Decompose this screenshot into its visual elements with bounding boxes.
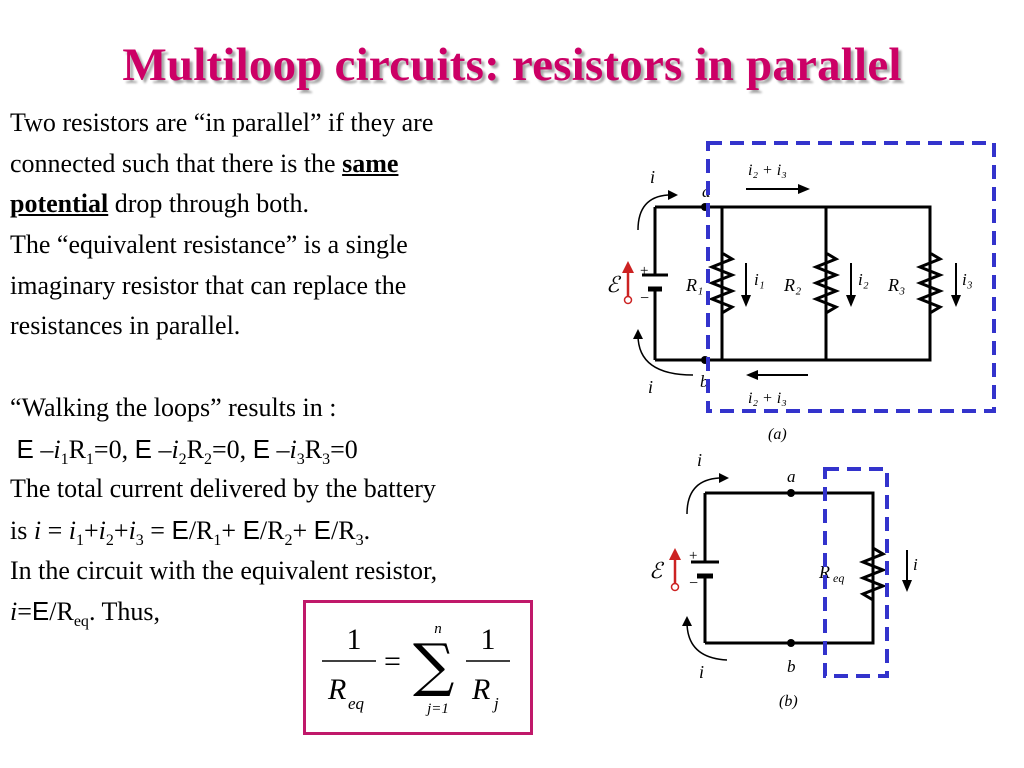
svg-text:a: a	[787, 467, 796, 486]
resistor-r1	[707, 247, 737, 320]
svg-text:+: +	[689, 548, 697, 564]
svg-text:R: R	[471, 673, 490, 706]
text-line: In the circuit with the equivalent resis…	[10, 555, 438, 585]
emf-label: ℰ	[606, 272, 622, 297]
svg-text:=: =	[384, 645, 401, 678]
text-line: resistances in parallel.	[10, 311, 241, 341]
parallel-group-dashed-box	[706, 141, 996, 413]
battery	[691, 550, 719, 590]
current-arrow-bottom-icon	[637, 334, 694, 376]
svg-text:i: i	[697, 450, 702, 470]
parallel-resistance-formula: 1 R eq = ∑ n j=1 1 R j	[322, 621, 510, 717]
caption-b: (b)	[779, 693, 798, 710]
text-line: Two resistors are “in parallel” if they …	[10, 108, 434, 137]
svg-text:+: +	[640, 263, 648, 279]
svg-text:i: i	[648, 377, 653, 397]
resistor-r3	[915, 247, 945, 320]
text-line: potential drop through both.	[10, 189, 309, 219]
svg-text:eq: eq	[833, 571, 844, 585]
text-line: “Walking the loops” results in :	[10, 392, 337, 422]
svg-text:R: R	[327, 673, 346, 706]
node-b	[787, 639, 795, 647]
current-arrow-bottom-icon	[686, 621, 728, 661]
circuit-diagram-a: + − ℰ i i a b i₂ + i₃ i₂ + i₃ R₁ R₂ R₃ i…	[606, 141, 996, 443]
svg-text:j: j	[492, 694, 499, 713]
svg-text:i₃: i₃	[962, 270, 973, 289]
text-line: The “equivalent resistance” is a single	[10, 230, 408, 260]
loop-equations: E –i1R1=0, E –i2R2=0, E –i3R3=0	[16, 433, 358, 468]
battery	[642, 263, 668, 305]
svg-text:b: b	[700, 372, 709, 391]
svg-text:R₃: R₃	[887, 275, 905, 295]
svg-text:i₁: i₁	[754, 270, 765, 289]
total-current-equation: is i = i1+i2+i3 = E/R1+ E/R2+ E/R3.	[10, 514, 371, 549]
emf-arrow-icon	[622, 261, 634, 305]
circuit-diagram-b: + − ℰ i i a b R eq i (b)	[649, 450, 918, 710]
svg-text:n: n	[434, 621, 442, 637]
emf-arrow-icon	[669, 548, 681, 592]
svg-text:1: 1	[347, 623, 362, 656]
svg-text:i: i	[650, 167, 655, 187]
svg-text:j=1: j=1	[425, 701, 449, 717]
body-text: Two resistors are “in parallel” if they …	[10, 103, 580, 632]
current-arrow-top-icon	[637, 194, 669, 231]
svg-text:b: b	[787, 657, 796, 676]
bottom-current-label: i₂ + i₃	[748, 390, 787, 407]
svg-text:1: 1	[481, 623, 496, 656]
caption-a: (a)	[768, 426, 787, 443]
formula-box: 1 R eq = ∑ n j=1 1 R j	[303, 600, 533, 735]
resistor-req	[858, 542, 888, 606]
svg-text:i₂: i₂	[858, 270, 869, 289]
svg-text:eq: eq	[348, 694, 365, 713]
resistor-r2	[811, 247, 841, 320]
blank-line	[10, 347, 580, 388]
svg-text:−: −	[640, 290, 649, 307]
svg-text:i: i	[699, 662, 704, 682]
svg-text:R₁: R₁	[685, 275, 703, 295]
text-line: connected such that there is the same	[10, 148, 399, 178]
emf-label: ℰ	[649, 558, 665, 583]
equivalent-dashed-box	[823, 467, 889, 678]
current-arrow-top-icon	[686, 477, 720, 515]
text-line: The total current delivered by the batte…	[10, 474, 436, 504]
text-line: imaginary resistor that can replace the	[10, 270, 407, 300]
top-current-label: i₂ + i₃	[748, 162, 787, 179]
svg-text:∑: ∑	[413, 631, 454, 699]
emphasis-potential: potential	[10, 189, 109, 219]
equivalent-current-equation: i=E/Req. Thus,	[10, 596, 160, 631]
node-a	[787, 489, 795, 497]
slide-title: Multiloop circuits: resistors in paralle…	[122, 39, 902, 91]
svg-text:−: −	[689, 575, 698, 592]
emphasis-same: same	[342, 148, 399, 178]
svg-text:R₂: R₂	[783, 275, 801, 295]
svg-text:i: i	[913, 555, 918, 574]
